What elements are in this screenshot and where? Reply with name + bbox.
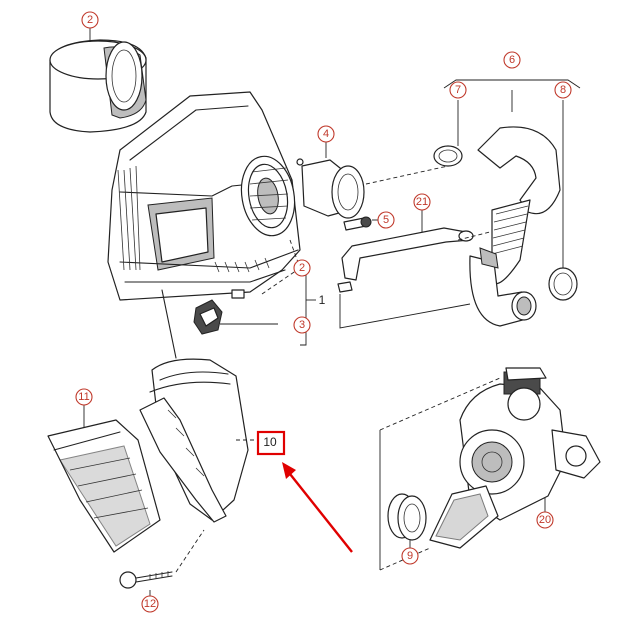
svg-text:4: 4 (323, 128, 329, 140)
group-bracket-lower (339, 294, 471, 329)
air-intake-duct-part-10 (139, 358, 258, 523)
fitting-part-3 (193, 299, 278, 335)
callout-label-5: 5 (377, 211, 395, 229)
intake-adapter-part-4 (296, 142, 449, 219)
callout-label-6: 6 (503, 51, 521, 69)
hose-clamp-part-7 (433, 100, 463, 167)
callout-label-7: 7 (449, 81, 467, 99)
callout-label-12: 12 (141, 595, 159, 613)
svg-text:6: 6 (509, 54, 515, 66)
svg-text:20: 20 (539, 514, 551, 526)
hose-clamp-part-8 (548, 100, 578, 301)
svg-text:2: 2 (87, 14, 93, 26)
callout-label-11: 11 (75, 388, 93, 406)
bolt-part-12 (119, 529, 205, 598)
red-pointer-arrow (282, 462, 353, 553)
callout-label-2-side: 2 (293, 259, 311, 277)
svg-text:10: 10 (263, 435, 277, 449)
highlighted-label-10: 10 (256, 430, 286, 456)
callout-label-3: 3 (293, 316, 311, 334)
group-bracket-6 (443, 79, 581, 89)
svg-text:11: 11 (78, 391, 89, 403)
callout-label-9: 9 (401, 547, 419, 565)
svg-text:1: 1 (319, 293, 326, 307)
callout-label-8: 8 (554, 81, 572, 99)
svg-text:2: 2 (299, 262, 305, 274)
callout-label-20: 20 (536, 511, 554, 529)
svg-text:21: 21 (416, 196, 428, 208)
air-guide-part-11 (47, 404, 161, 553)
screw-part-5 (343, 216, 378, 231)
callout-label-21: 21 (413, 193, 431, 211)
svg-text:7: 7 (455, 84, 461, 96)
intake-pipe-part-6 (469, 90, 561, 327)
callout-label-2-top: 2 (81, 11, 99, 29)
svg-text:12: 12 (144, 598, 156, 610)
svg-text:9: 9 (407, 550, 413, 562)
callout-label-4: 4 (317, 125, 335, 143)
dash-line-hose (457, 231, 491, 241)
svg-text:8: 8 (560, 84, 566, 96)
sleeve-part-9 (387, 493, 427, 548)
turbocharger-part-20 (379, 367, 601, 571)
svg-text:3: 3 (299, 319, 305, 331)
air-filter-element (49, 28, 147, 133)
bracket-label-1: 1 (319, 293, 326, 307)
svg-text:5: 5 (383, 214, 389, 226)
air-filter-housing (107, 91, 301, 359)
